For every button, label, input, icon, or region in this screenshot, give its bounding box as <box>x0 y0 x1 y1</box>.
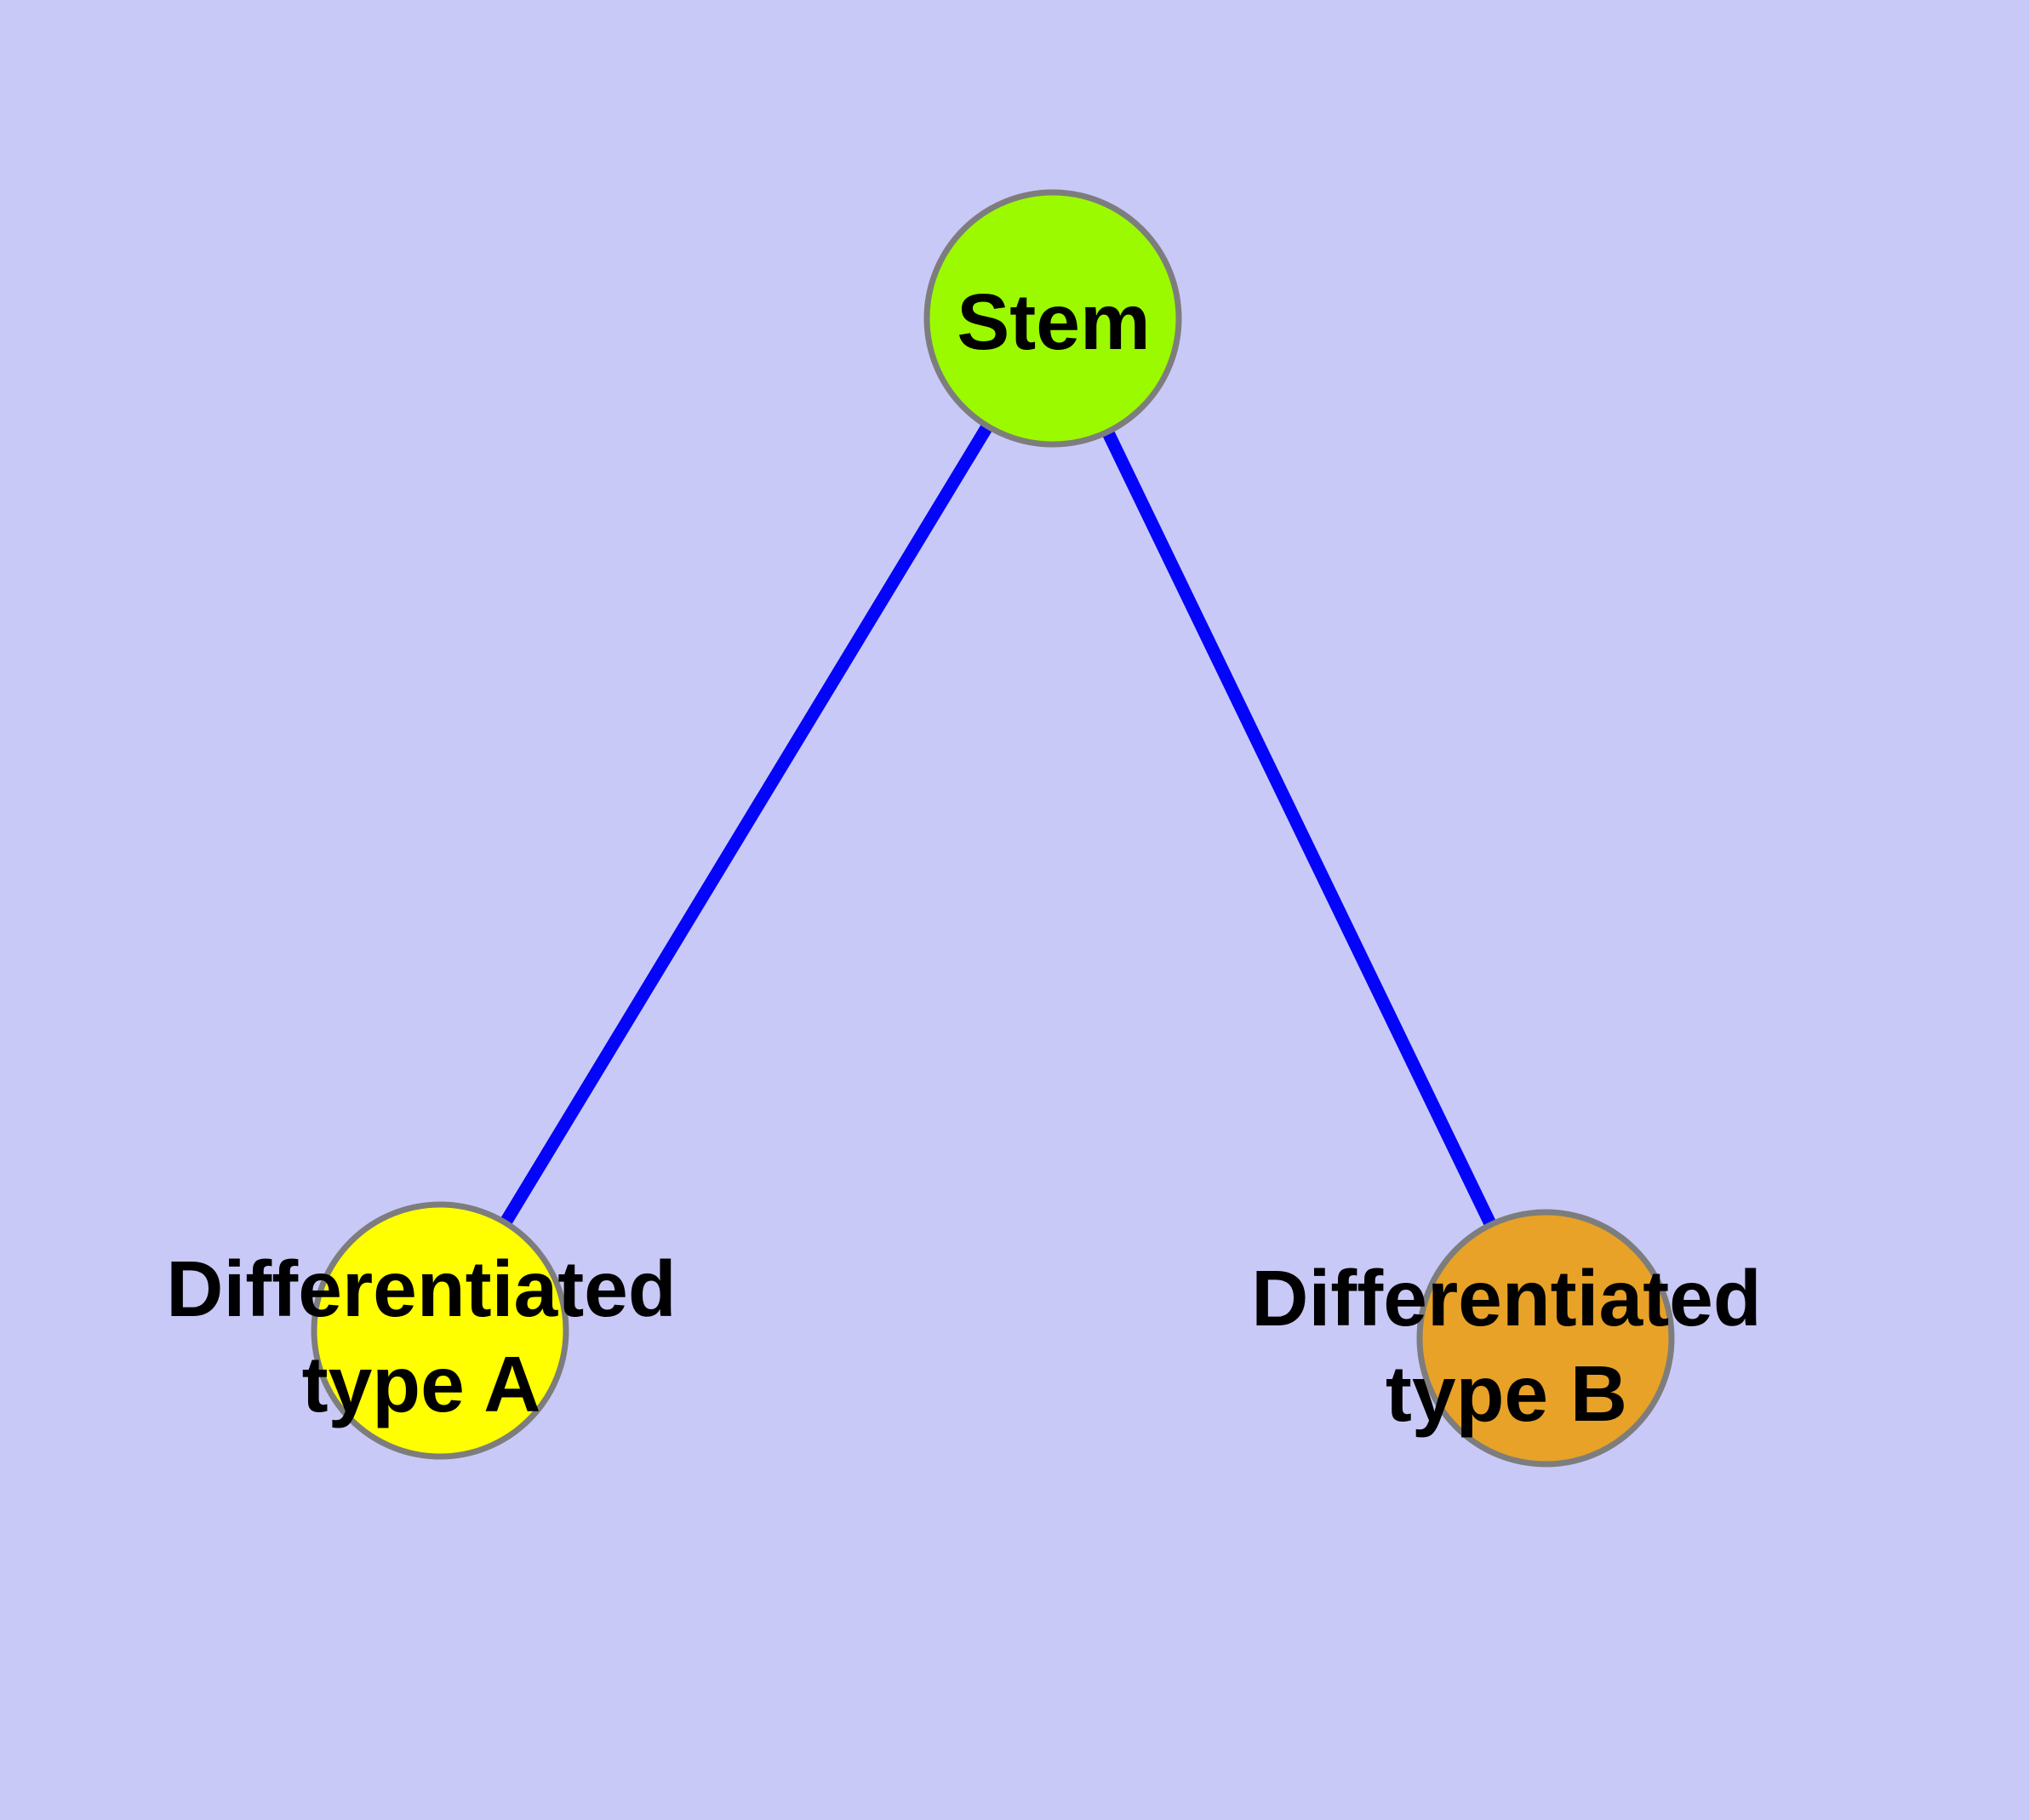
node-differentiated-type-a-circle[interactable] <box>311 1201 569 1460</box>
node-stem[interactable]: Stem <box>923 189 1182 448</box>
node-differentiated-type-b-circle[interactable] <box>1416 1209 1675 1468</box>
edges-layer <box>434 315 1552 1342</box>
node-stem-label: Stem <box>957 278 1150 366</box>
edge-stem-to-type-b <box>1047 315 1552 1342</box>
node-stem-circle[interactable] <box>923 189 1182 448</box>
edge-stem-to-type-a <box>434 315 1059 1334</box>
